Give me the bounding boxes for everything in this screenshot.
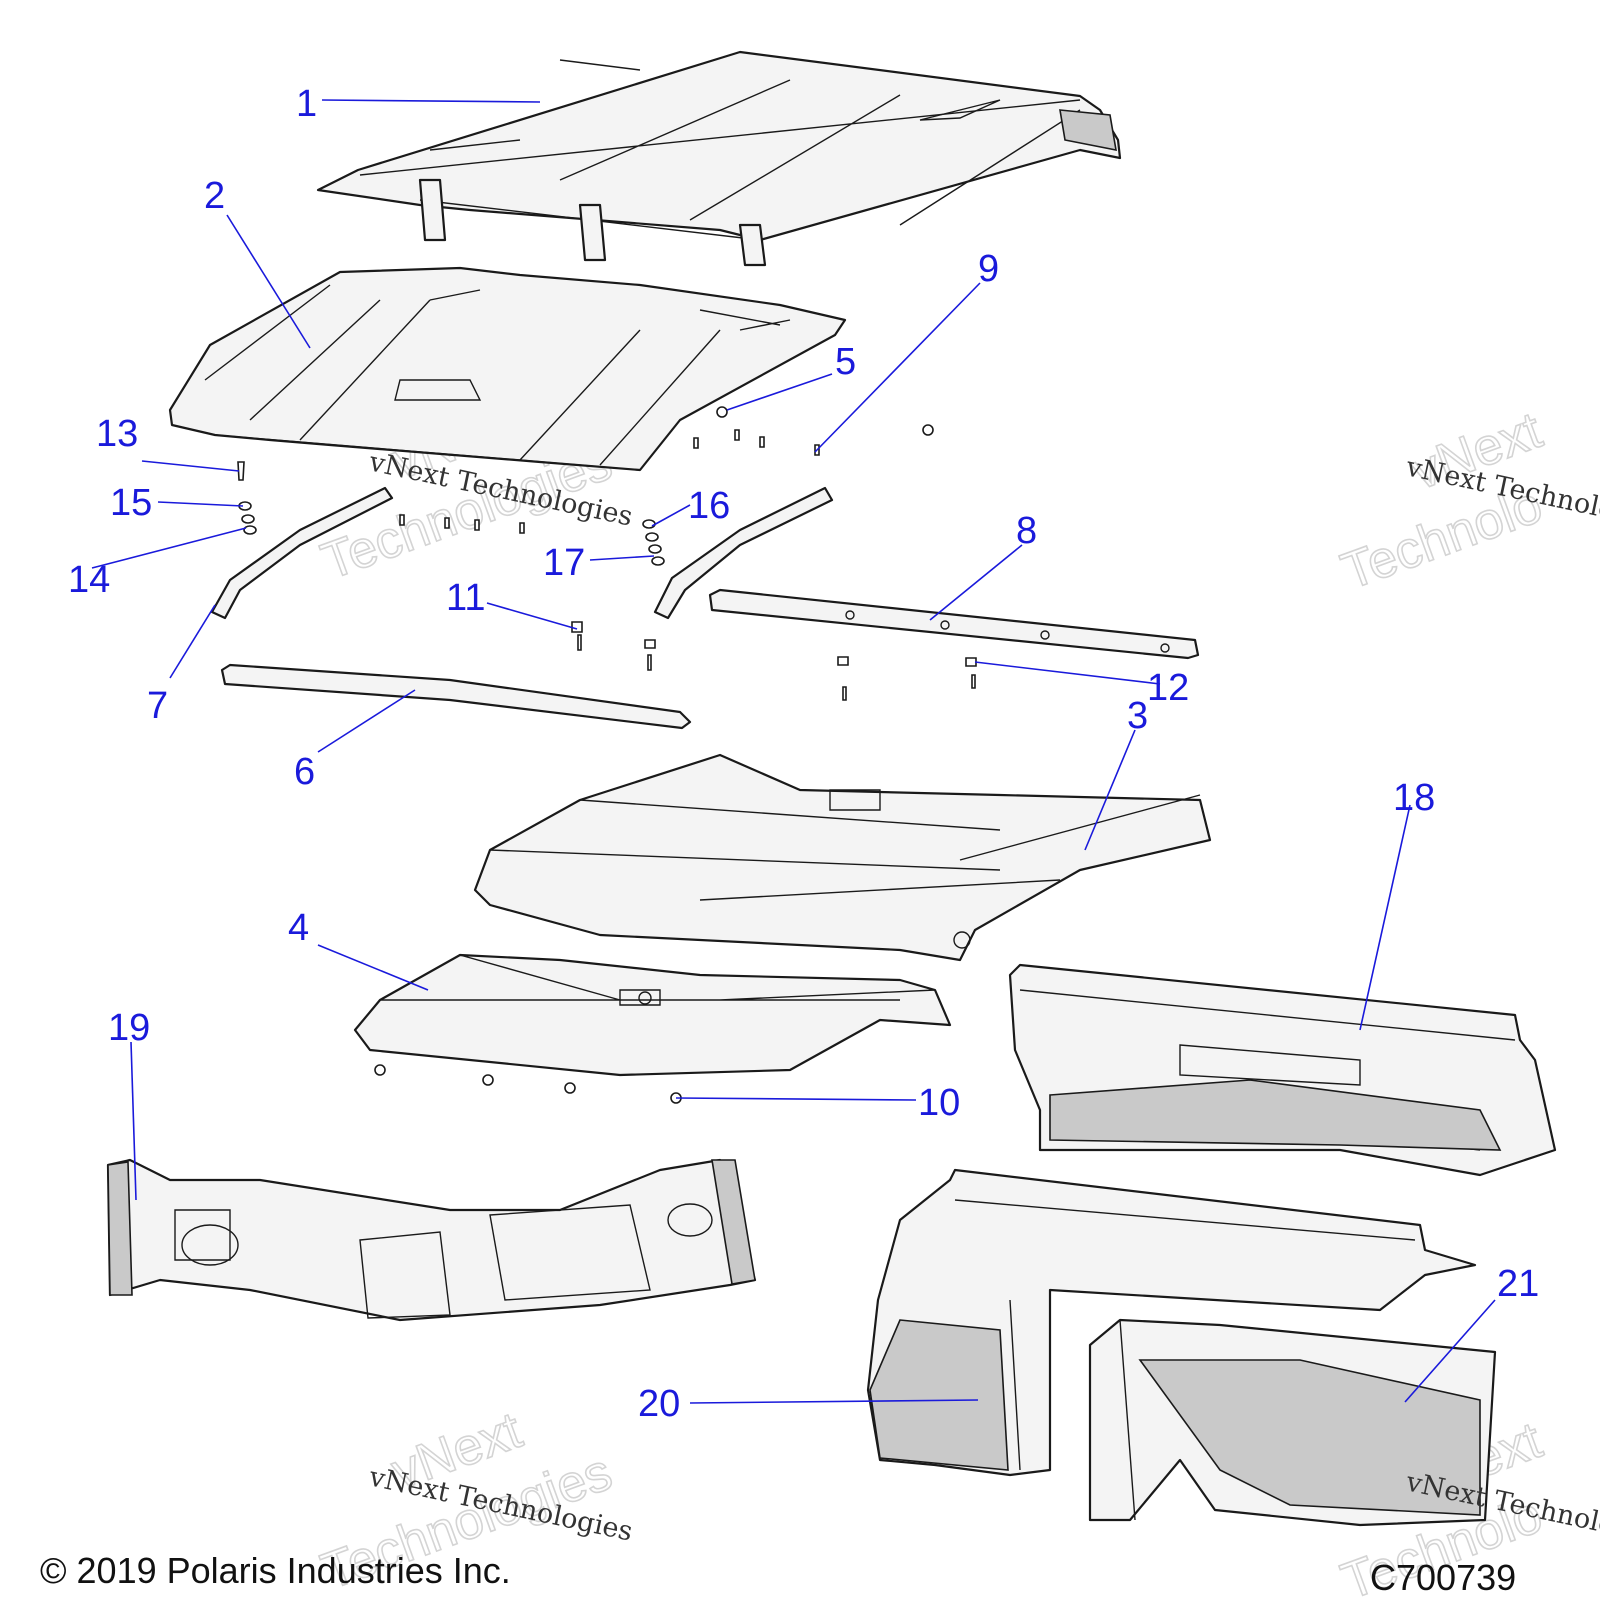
callout-5: 5 (835, 341, 856, 383)
part-1-roof-top (316, 50, 1122, 267)
part-3-headliner (473, 753, 1212, 962)
copyright-text: © 2019 Polaris Industries Inc. (40, 1550, 511, 1591)
callout-1: 1 (296, 83, 317, 125)
part-4-headliner-tray (353, 953, 952, 1077)
callout-16: 16 (688, 485, 730, 527)
callout-10: 10 (918, 1082, 960, 1124)
callout-15: 15 (110, 482, 152, 524)
hardware-fasteners (237, 406, 977, 1104)
part-21-right-side-panel (1088, 1318, 1497, 1527)
callout-9: 9 (978, 248, 999, 290)
callout-18: 18 (1393, 777, 1435, 819)
callout-14: 14 (68, 559, 110, 601)
part-19-dash (106, 1158, 757, 1322)
callout-7: 7 (147, 685, 168, 727)
callout-6: 6 (294, 751, 315, 793)
callout-2: 2 (204, 175, 225, 217)
callout-20: 20 (638, 1383, 680, 1425)
part-2-roof-liner (168, 266, 847, 472)
callout-17: 17 (543, 542, 585, 584)
part-8-rail (708, 588, 1200, 660)
part-18-rear-panel (1008, 963, 1557, 1177)
callout-4: 4 (288, 907, 309, 949)
callout-8: 8 (1016, 510, 1037, 552)
callout-13: 13 (96, 413, 138, 455)
callout-labels: 1 2 3 4 5 6 7 8 9 10 11 12 13 14 15 16 1… (68, 83, 1539, 1425)
callout-19: 19 (108, 1007, 150, 1049)
part-20-left-side-panel (866, 1168, 1477, 1477)
leader-lines (91, 99, 1496, 1404)
callout-11: 11 (446, 577, 485, 619)
part-6-weather-strip (220, 663, 692, 730)
footer: © 2019 Polaris Industries Inc. C700739 (40, 1550, 1516, 1598)
callout-21: 21 (1497, 1263, 1539, 1305)
diagram-code: C700739 (1370, 1557, 1516, 1598)
callout-3: 3 (1127, 695, 1148, 737)
part-7-trim-strips (210, 486, 834, 620)
callout-12: 12 (1147, 667, 1189, 709)
